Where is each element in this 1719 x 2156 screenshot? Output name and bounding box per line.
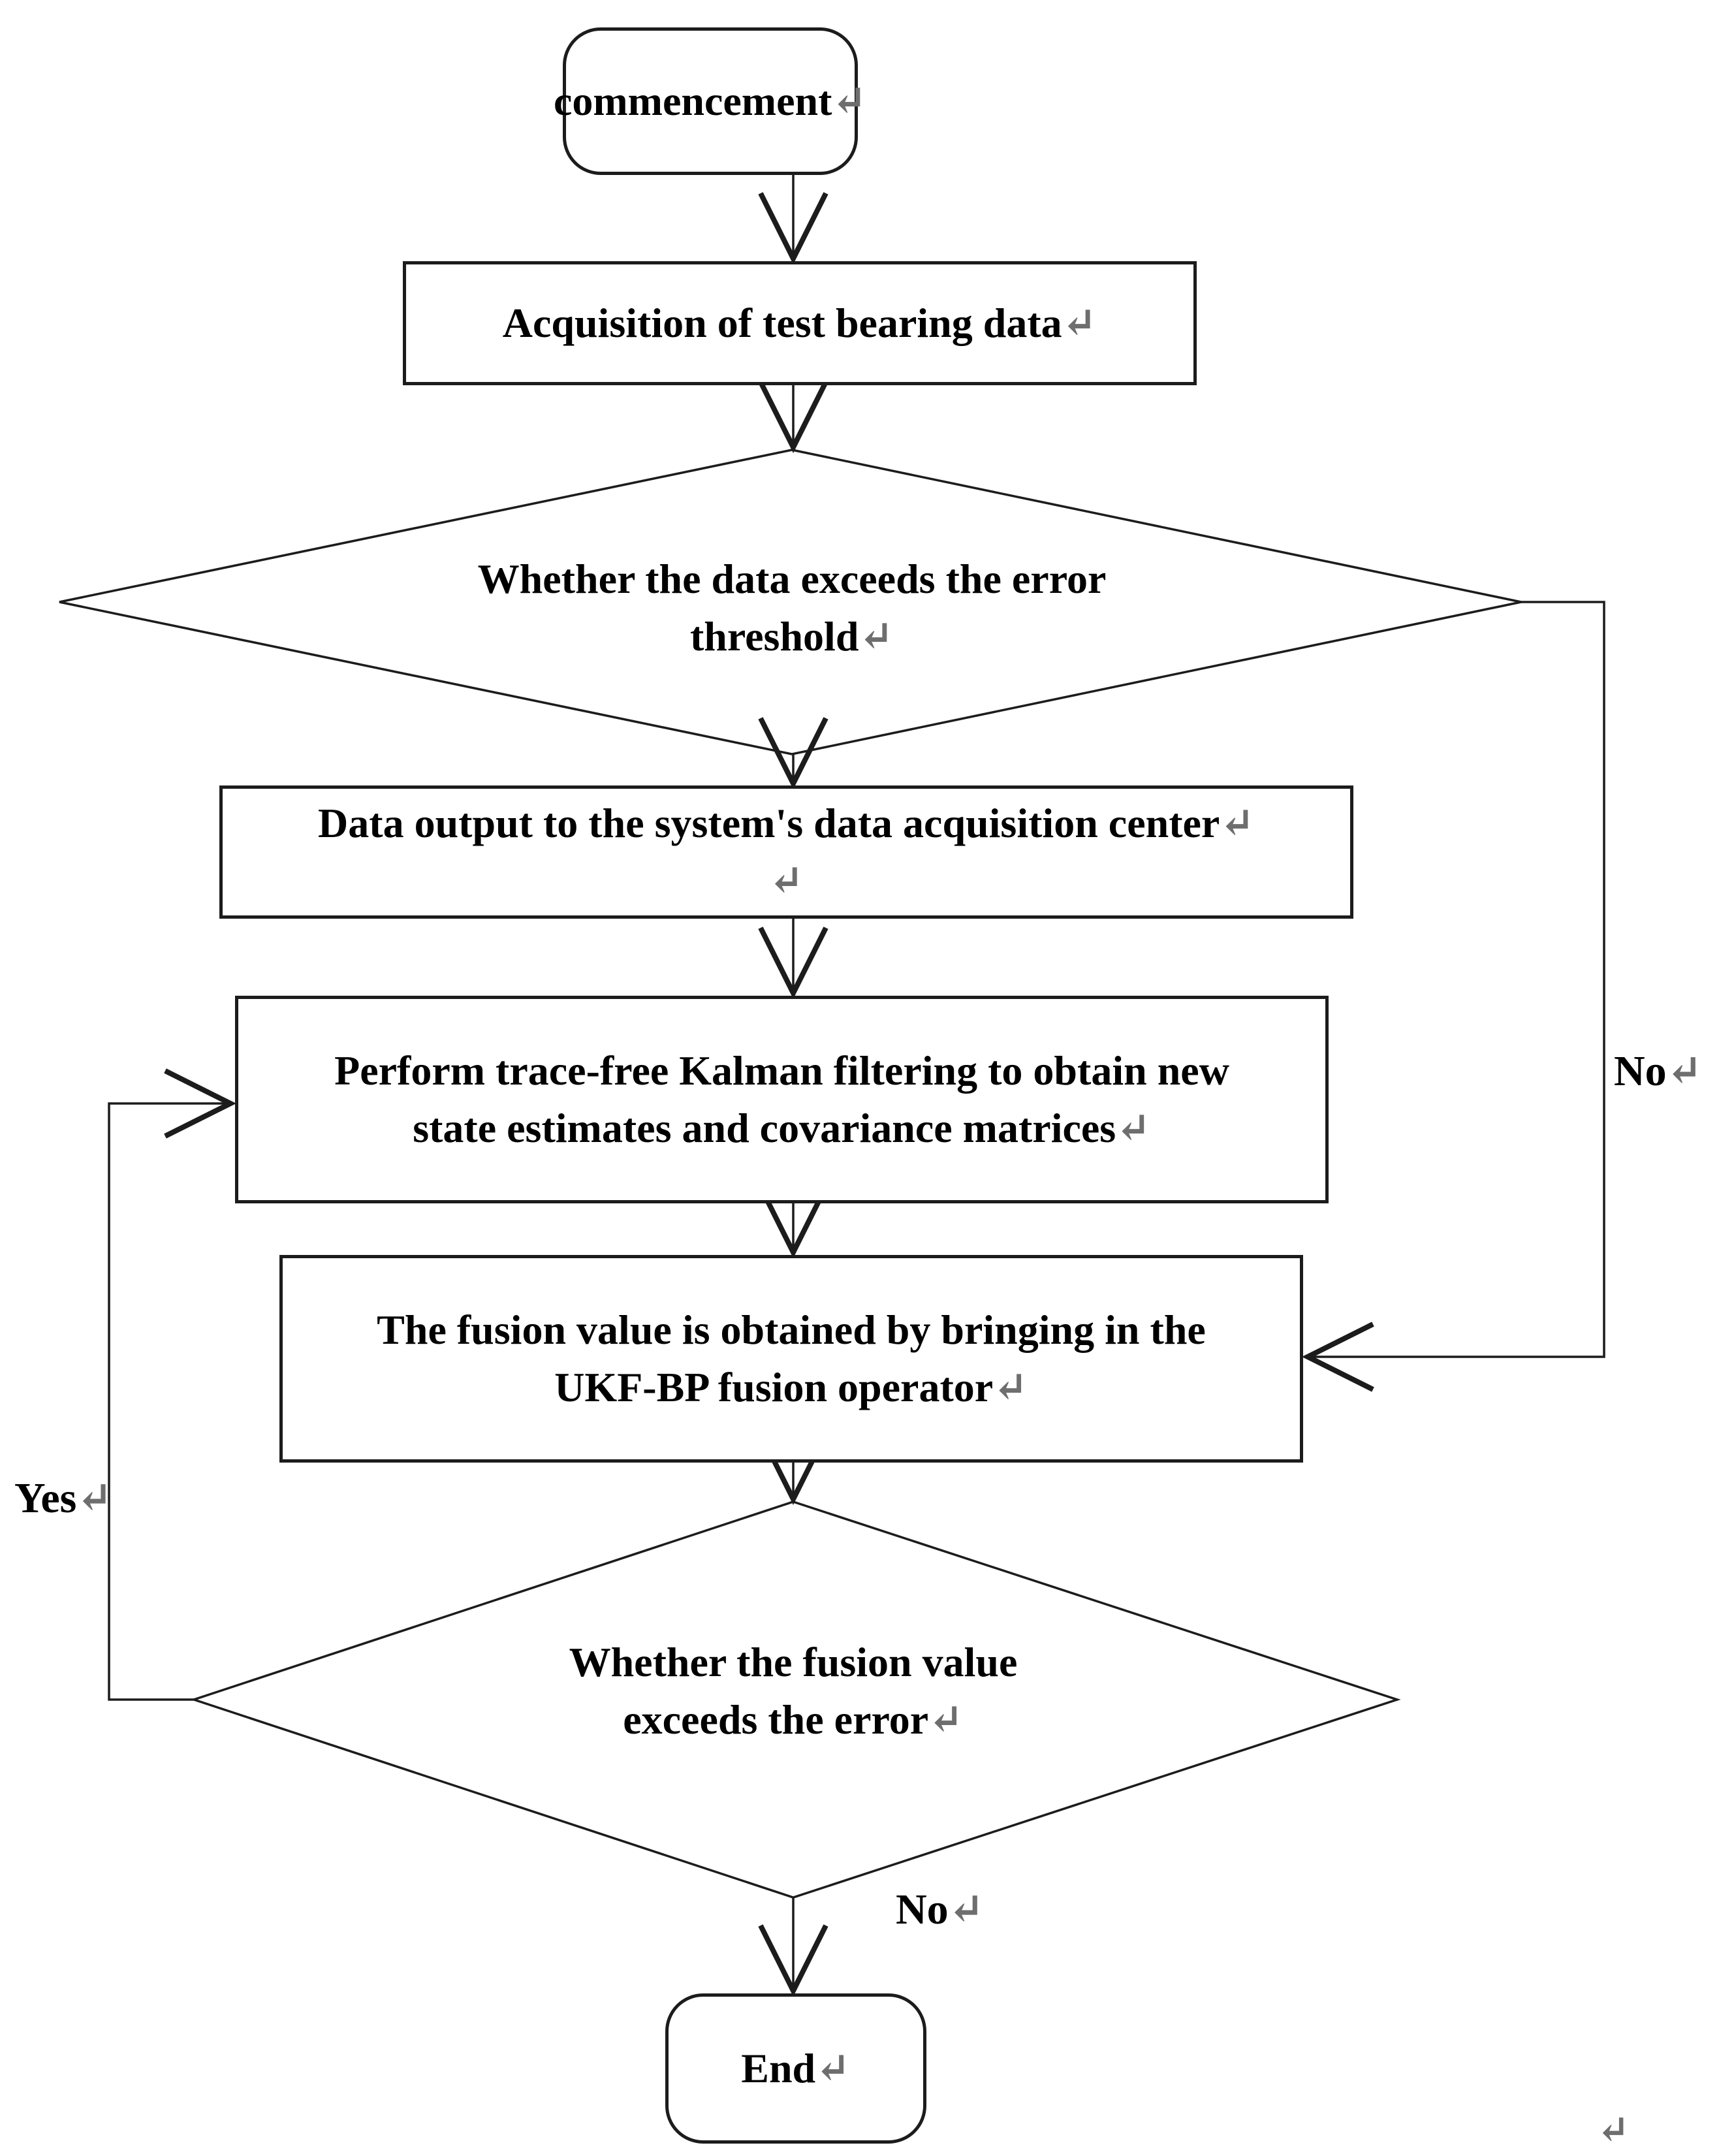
data-output-text: Data output to the system's data acquisi… (318, 800, 1220, 846)
decision1-text1: Whether the data exceeds the error (477, 556, 1107, 602)
paragraph-mark: ↵ (815, 2045, 851, 2091)
edge-label-yes-left: Yes↵ (14, 1477, 113, 1520)
paragraph-mark: ↵ (948, 1886, 985, 1933)
node-end-label: End↵ (741, 2040, 851, 2097)
decision2-line1: Whether the fusion value (569, 1634, 1018, 1691)
decision2-text2: exceeds the error (623, 1696, 929, 1743)
node-acquisition-label: Acquisition of test bearing data↵ (503, 294, 1097, 352)
edge-yes-decision2-to-kalman (108, 1068, 236, 1701)
paragraph-mark: ↵ (1220, 800, 1255, 846)
node-start-text: commencement (553, 78, 832, 124)
paragraph-mark: ↵ (1116, 1105, 1151, 1151)
node-data-output: Data output to the system's data acquisi… (219, 785, 1353, 919)
node-start: commencement↵ (554, 27, 867, 175)
node-acquisition: Acquisition of test bearing data↵ (403, 261, 1197, 385)
paragraph-mark: ↵ (993, 1364, 1028, 1410)
kalman-line2: state estimates and covariance matrices↵ (413, 1100, 1151, 1157)
node-acquisition-text: Acquisition of test bearing data (502, 300, 1062, 346)
no-right-text: No (1614, 1047, 1667, 1095)
fusion-text2: UKF-BP fusion operator (554, 1364, 994, 1410)
edge-no-decision1-to-fusion (1302, 601, 1605, 1392)
node-start-label: commencement↵ (554, 72, 867, 130)
decision2-text1: Whether the fusion value (569, 1639, 1018, 1685)
node-end-text: End (741, 2045, 816, 2091)
no-bottom-text: No (896, 1886, 949, 1933)
node-end: End↵ (665, 1993, 926, 2144)
node-fusion-operator: The fusion value is obtained by bringing… (279, 1255, 1303, 1463)
decision1-line2: threshold↵ (690, 608, 894, 665)
data-output-line2: ↵ (769, 852, 804, 910)
paragraph-mark: ↵ (768, 857, 804, 904)
yes-left-text: Yes (14, 1474, 77, 1522)
data-output-line1: Data output to the system's data acquisi… (318, 795, 1255, 852)
node-decision-fusion-error-label: Whether the fusion value exceeds the err… (402, 1634, 1185, 1749)
stray-paragraph-mark: ↵ (1597, 2108, 1630, 2151)
decision1-text2: threshold (689, 613, 859, 659)
edge-label-no-right: No↵ (1614, 1050, 1703, 1093)
fusion-line1: The fusion value is obtained by bringing… (377, 1301, 1206, 1359)
paragraph-mark: ↵ (76, 1474, 113, 1522)
decision2-line2: exceeds the error↵ (623, 1691, 964, 1749)
fusion-line2: UKF-BP fusion operator↵ (554, 1359, 1028, 1416)
paragraph-mark: ↵ (859, 613, 894, 659)
kalman-text1: Perform trace-free Kalman filtering to o… (334, 1047, 1229, 1094)
node-decision-error-threshold-label: Whether the data exceeds the error thres… (270, 550, 1314, 665)
decision1-line1: Whether the data exceeds the error (478, 550, 1107, 608)
paragraph-mark: ↵ (832, 78, 868, 124)
paragraph-mark: ↵ (1062, 300, 1097, 346)
kalman-line1: Perform trace-free Kalman filtering to o… (334, 1042, 1229, 1100)
paragraph-mark: ↵ (928, 1696, 964, 1743)
paragraph-mark: ↵ (1666, 1047, 1703, 1095)
node-kalman-filtering: Perform trace-free Kalman filtering to o… (235, 996, 1329, 1203)
fusion-text1: The fusion value is obtained by bringing… (377, 1307, 1206, 1353)
kalman-text2: state estimates and covariance matrices (413, 1105, 1116, 1151)
edge-label-no-bottom: No↵ (896, 1888, 985, 1931)
